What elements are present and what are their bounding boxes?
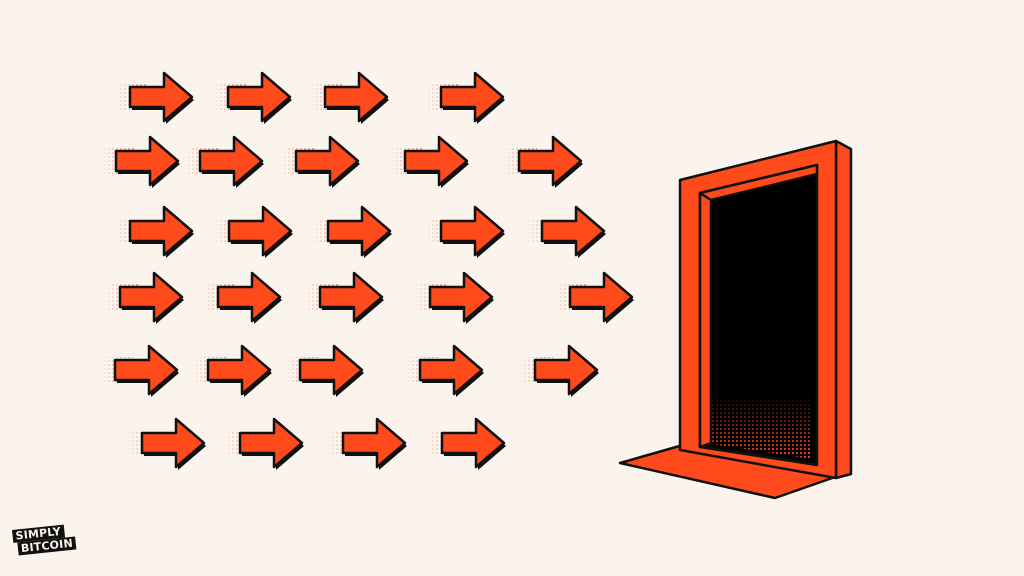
arrow-body	[128, 71, 194, 123]
right-arrow-icon	[327, 417, 407, 470]
arrow-body	[418, 344, 484, 396]
arrow-body	[318, 271, 384, 323]
arrow-body	[227, 205, 293, 257]
arrow-body	[206, 344, 272, 396]
right-arrow-icon	[100, 135, 180, 188]
right-arrow-icon	[280, 135, 360, 188]
right-arrow-icon	[184, 135, 264, 188]
arrow-body	[341, 417, 407, 469]
arrow-body	[294, 135, 360, 187]
right-arrow-icon	[212, 71, 292, 124]
arrow-body	[140, 417, 206, 469]
right-arrow-icon	[224, 417, 304, 470]
arrow-body	[226, 71, 292, 123]
door-jamb	[698, 191, 713, 449]
arrow-body	[238, 417, 304, 469]
right-arrow-icon	[213, 205, 293, 258]
arrow-body	[114, 135, 180, 187]
arrow-body	[326, 205, 392, 257]
arrow-body	[533, 344, 599, 396]
right-arrow-icon	[526, 205, 606, 258]
arrow-body	[540, 205, 606, 257]
arrow-body	[298, 344, 364, 396]
open-doorway-icon	[618, 139, 853, 500]
right-arrow-icon	[114, 71, 194, 124]
right-arrow-icon	[126, 417, 206, 470]
arrow-body	[216, 271, 282, 323]
arrow-body	[323, 71, 389, 123]
arrow-field	[99, 71, 634, 470]
right-arrow-icon	[519, 344, 599, 397]
arrow-body	[517, 135, 583, 187]
door-frame-side	[834, 139, 853, 480]
arrow-body	[439, 71, 505, 123]
right-arrow-icon	[425, 205, 505, 258]
door-lintel	[698, 163, 819, 202]
right-arrow-icon	[503, 135, 583, 188]
arrow-body	[568, 271, 634, 323]
right-arrow-icon	[192, 344, 272, 397]
right-arrow-icon	[312, 205, 392, 258]
arrow-body	[439, 205, 505, 257]
right-arrow-icon	[404, 344, 484, 397]
right-arrow-icon	[202, 271, 282, 324]
right-arrow-icon	[104, 271, 184, 324]
right-arrow-icon	[426, 417, 506, 470]
right-arrow-icon	[304, 271, 384, 324]
arrow-body	[113, 344, 179, 396]
arrow-body	[428, 271, 494, 323]
arrow-body	[403, 135, 469, 187]
right-arrow-icon	[414, 271, 494, 324]
arrow-body	[118, 271, 184, 323]
arrow-body	[198, 135, 264, 187]
right-arrow-icon	[389, 135, 469, 188]
right-arrow-icon	[425, 71, 505, 124]
right-arrow-icon	[554, 271, 634, 324]
right-arrow-icon	[284, 344, 364, 397]
arrow-body	[440, 417, 506, 469]
arrow-body	[128, 205, 194, 257]
right-arrow-icon	[99, 344, 179, 397]
right-arrow-icon	[114, 205, 194, 258]
right-arrow-icon	[309, 71, 389, 124]
